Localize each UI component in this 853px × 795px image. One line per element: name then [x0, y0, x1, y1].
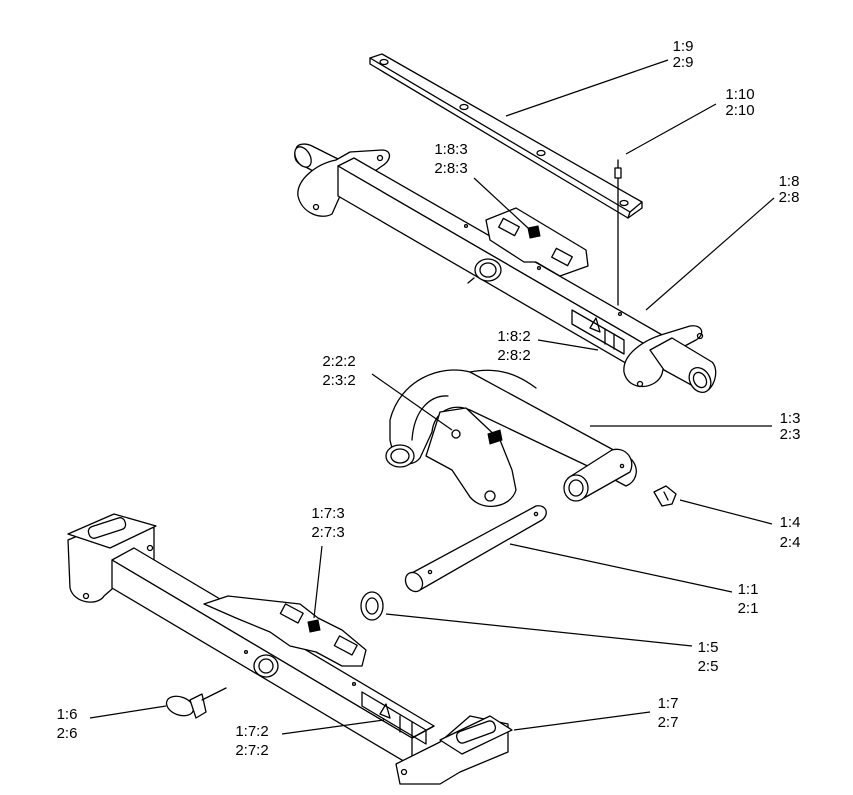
callout-1-7: 1:7 2:7: [658, 695, 679, 731]
callout-1-6: 1:6 2:6: [57, 706, 78, 742]
callout-1-7-2: 1:7:2 2:7:2: [235, 723, 268, 759]
lower-frame-part: [67, 513, 513, 785]
callout-1-8-2-line2: 2:8:2: [497, 347, 530, 364]
flat-bar-part: [369, 53, 643, 219]
callout-1-9-line1: 1:9: [673, 38, 694, 55]
callout-1-10: 1:10 2:10: [725, 86, 754, 119]
callout-1-7-3-line1: 1:7:3: [311, 505, 344, 522]
callout-1-8-line2: 2:8: [779, 189, 800, 206]
callout-1-7-line1: 1:7: [658, 695, 679, 712]
leader-1-8: [645, 197, 775, 311]
leader-1-7-3: [313, 545, 323, 619]
pivot-shaft-part: [404, 505, 547, 593]
callout-1-7-line2: 2:7: [658, 714, 679, 731]
callout-1-6-line1: 1:6: [57, 706, 78, 723]
leader-1-5: [385, 613, 693, 647]
callout-1-10-line1: 1:10: [725, 86, 754, 103]
callout-1-9: 1:9 2:9: [673, 38, 694, 71]
leader-1-8-3: [473, 177, 529, 229]
callout-1-3: 1:3 2:3: [780, 410, 801, 443]
callout-1-1-line2: 2:1: [738, 600, 759, 617]
screw-part: [653, 485, 677, 507]
callout-1-1: 1:1 2:1: [738, 581, 759, 617]
callout-1-4: 1:4 2:4: [780, 514, 801, 551]
callout-1-8-2: 1:8:2 2:8:2: [497, 328, 530, 364]
callout-1-3-line2: 2:3: [780, 426, 801, 443]
hitch-pin-part: [165, 687, 227, 719]
leader-1-8-2: [537, 339, 599, 351]
leader-1-6: [89, 705, 167, 719]
callout-1-3-line1: 1:3: [780, 410, 801, 427]
callout-1-5-line1: 1:5: [698, 639, 719, 656]
callout-1-5: 1:5 2:5: [698, 639, 719, 675]
callout-2-2-2-line2: 2:3:2: [322, 372, 355, 389]
upper-frame-part: [294, 143, 717, 393]
leader-1-10: [625, 103, 717, 155]
callout-1-7-3: 1:7:3 2:7:3: [311, 505, 344, 541]
callout-2-2-2-line1: 2:2:2: [322, 353, 355, 370]
callout-1-8-2-line1: 1:8:2: [497, 328, 530, 345]
callout-1-7-2-line2: 2:7:2: [235, 742, 268, 759]
callout-1-1-line1: 1:1: [738, 581, 759, 598]
callout-1-8: 1:8 2:8: [779, 173, 800, 206]
callout-1-8-3-line1: 1:8:3: [434, 141, 467, 158]
leader-2-2-2: [371, 373, 453, 431]
callout-1-9-line2: 2:9: [673, 54, 694, 71]
callout-1-7-2-line1: 1:7:2: [235, 723, 268, 740]
leader-1-1: [509, 543, 733, 593]
leader-1-9: [505, 59, 669, 117]
callout-1-7-3-line2: 2:7:3: [311, 524, 344, 541]
callout-1-8-line1: 1:8: [779, 173, 800, 190]
leader-1-7: [513, 711, 651, 731]
callout-1-5-line2: 2:5: [698, 658, 719, 675]
pin-part: [614, 159, 622, 306]
washer-part: [360, 591, 384, 621]
callout-1-10-line2: 2:10: [725, 102, 754, 119]
leader-1-4: [679, 499, 773, 525]
u-arm-part: [385, 369, 637, 507]
leader-1-7-2: [281, 719, 385, 735]
callout-1-8-3: 1:8:3 2:8:3: [434, 141, 467, 177]
callout-1-8-3-line2: 2:8:3: [434, 160, 467, 177]
callout-1-4-line2: 2:4: [780, 534, 801, 551]
callout-1-6-line2: 2:6: [57, 725, 78, 742]
callout-2-2-2: 2:2:2 2:3:2: [322, 353, 355, 389]
callout-1-4-line1: 1:4: [780, 514, 801, 531]
leader-lines: [89, 59, 775, 735]
